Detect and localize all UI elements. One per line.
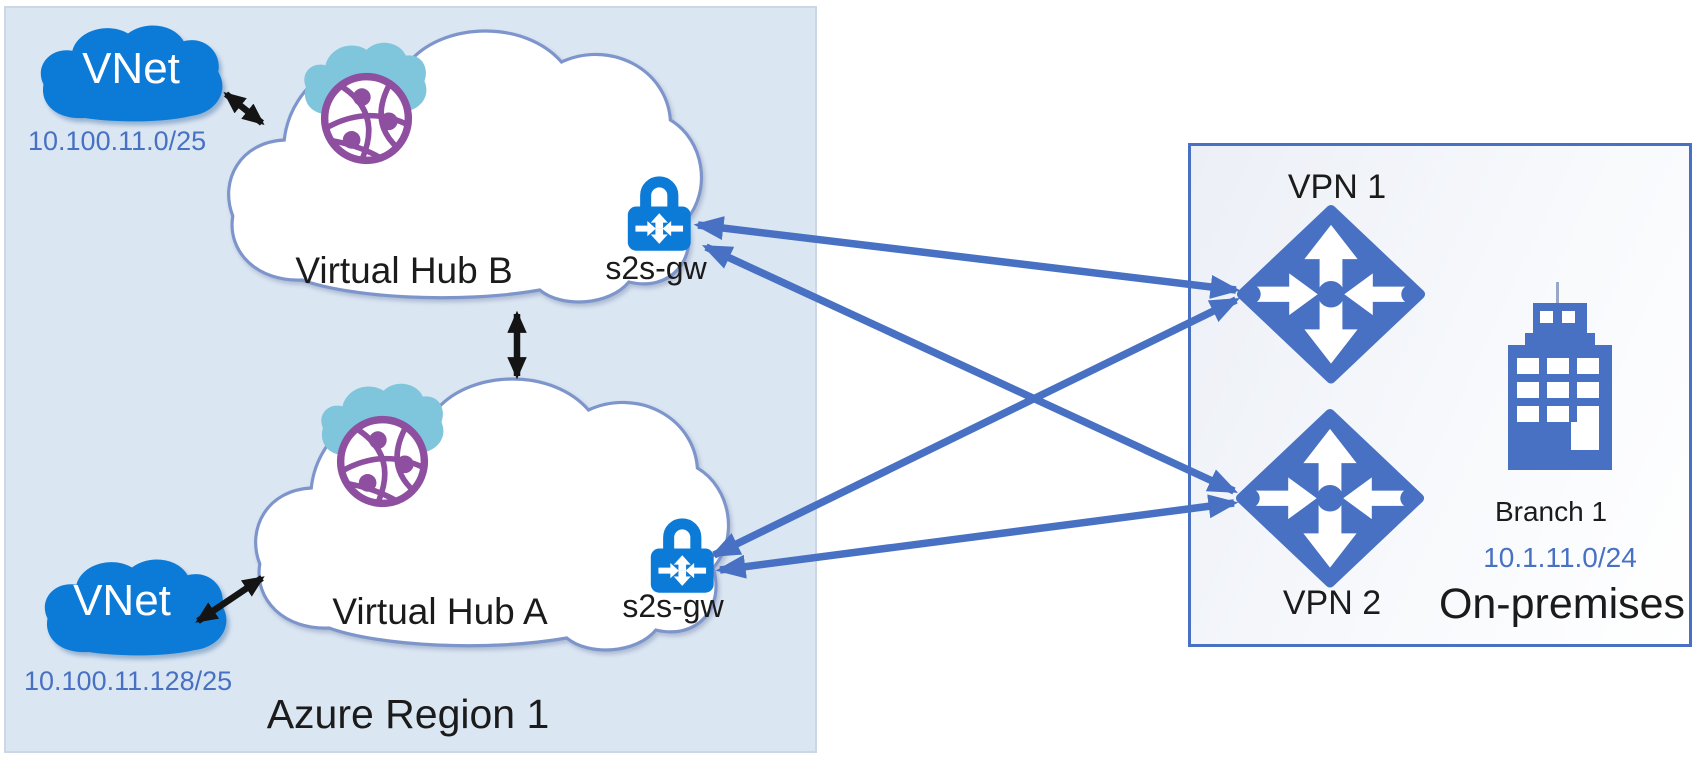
vpn-1-router-icon (1236, 204, 1426, 384)
hub-b-s2s-gateway-icon (627, 176, 691, 251)
azure-region-label: Azure Region 1 (266, 691, 550, 737)
branch-label: Branch 1 (1494, 496, 1608, 527)
vnet-b-cidr: 10.100.11.0/25 (28, 126, 207, 156)
branch-building-icon (1508, 282, 1612, 470)
branch-cidr: 10.1.11.0/24 (1483, 542, 1637, 573)
vnet-a-hub-a-peering-arrow (195, 575, 265, 624)
hub-a-label: Virtual Hub A (332, 591, 548, 632)
hub-b-network-globe-icon (304, 42, 427, 165)
hub-a-network-globe-icon (321, 383, 444, 508)
hub-a-gateway-label: s2s-gw (622, 588, 724, 624)
hub-b-label: Virtual Hub B (295, 250, 513, 291)
tunnel-hub-a-vpn-2 (715, 494, 1239, 579)
vnet-b-label: VNet (82, 44, 180, 93)
vnet-b-hub-b-peering-arrow (223, 91, 265, 126)
vpn-1-label: VPN 1 (1287, 168, 1387, 206)
vnet-a-label: VNet (73, 576, 171, 625)
vnet-a-cidr: 10.100.11.128/25 (24, 666, 233, 696)
hub-a-s2s-gateway-icon (650, 518, 714, 593)
tunnel-hub-a-vpn-1 (709, 296, 1241, 559)
vpn-2-label: VPN 2 (1282, 584, 1382, 622)
hub-b-gateway-label: s2s-gw (605, 250, 707, 286)
on-premises-label: On-premises (1438, 580, 1686, 628)
vpn-2-router-icon (1235, 408, 1425, 588)
